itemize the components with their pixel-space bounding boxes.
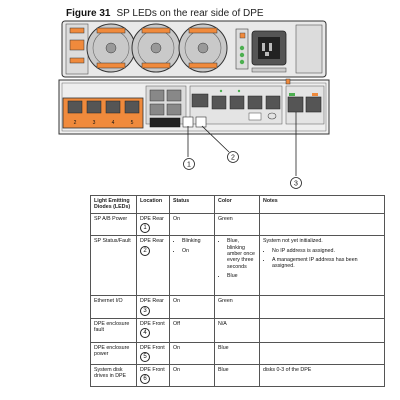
fan-2 bbox=[131, 23, 181, 73]
cell-color-text: Blue bbox=[218, 344, 229, 351]
location-text: DPE Front bbox=[140, 367, 165, 374]
location-text: DPE Front bbox=[140, 320, 165, 327]
header-location: Location bbox=[136, 195, 170, 214]
table-header-row: Light Emitting Diodes (LEDs) Location St… bbox=[90, 195, 385, 214]
cell-notes bbox=[259, 341, 385, 366]
cell-color-text: Green bbox=[218, 298, 233, 305]
figure-number: Figure 31 bbox=[66, 8, 111, 19]
header-color: Color bbox=[214, 195, 260, 214]
cell-status-item: Blinking bbox=[182, 238, 211, 244]
psu-status-leds bbox=[235, 28, 249, 70]
callout-1: 1 bbox=[183, 158, 195, 170]
power-inlet bbox=[251, 30, 287, 73]
callout-2-label: 2 bbox=[231, 155, 235, 162]
cell-status-text: Off bbox=[173, 320, 180, 327]
cell-status: On bbox=[169, 212, 215, 237]
cell-color-text: Blue bbox=[218, 367, 229, 374]
cell-status-text: On bbox=[173, 367, 181, 374]
port-label-5: 5 bbox=[131, 120, 134, 126]
cell-color-item: Blue, blinking amber once every three se… bbox=[227, 238, 256, 270]
notes-item: No IP address is assigned. bbox=[272, 248, 381, 254]
location-text: DPE Rear bbox=[140, 215, 164, 222]
cell-status: On bbox=[169, 364, 215, 388]
cell-color: N/A bbox=[214, 317, 260, 343]
callout-number: 3 bbox=[140, 305, 150, 316]
cell-led: DPE enclosure power bbox=[90, 341, 137, 366]
callout-number: 4 bbox=[140, 328, 150, 339]
callout-lines bbox=[187, 112, 297, 176]
cell-color-text: Green bbox=[218, 215, 233, 222]
cell-status: Off bbox=[169, 317, 215, 343]
callout-number: 1 bbox=[140, 223, 150, 234]
port-label-4: 4 bbox=[112, 120, 115, 126]
cell-led: SP A/B Power bbox=[90, 212, 137, 237]
cell-notes bbox=[259, 295, 385, 319]
notes-item: A management IP address has been assigne… bbox=[272, 257, 381, 270]
cell-status-text: On bbox=[173, 344, 181, 351]
led-table: Light Emitting Diodes (LEDs) Location St… bbox=[90, 195, 385, 388]
cell-led: System disk drives in DPE bbox=[90, 364, 137, 388]
cell-status: On bbox=[169, 341, 215, 366]
callout-number: 2 bbox=[140, 245, 150, 256]
io-module-ports: 2 3 4 5 bbox=[62, 97, 207, 129]
cell-color: Blue bbox=[214, 364, 260, 388]
cell-color: Blue bbox=[214, 341, 260, 366]
figure-title: Figure 31 SP LEDs on the rear side of DPE bbox=[66, 8, 264, 19]
location-text: DPE Rear bbox=[140, 238, 164, 245]
cell-notes bbox=[259, 317, 385, 343]
cell-status: On bbox=[169, 295, 215, 319]
cell-status-text: On bbox=[173, 298, 181, 305]
cell-color-text: N/A bbox=[218, 320, 227, 327]
callout-3: 3 bbox=[290, 177, 302, 189]
cell-led: SP Status/Fault bbox=[90, 235, 137, 297]
cell-notes: disks 0-3 of the DPE bbox=[259, 364, 385, 388]
port-label-2: 2 bbox=[74, 120, 77, 126]
figure-caption: SP LEDs on the rear side of DPE bbox=[116, 8, 264, 19]
notes-text: disks 0-3 of the DPE bbox=[263, 367, 312, 374]
fan-1 bbox=[86, 23, 136, 73]
callout-2: 2 bbox=[227, 151, 239, 163]
cell-color: Green bbox=[214, 295, 260, 319]
cell-status-text: On bbox=[173, 215, 181, 222]
port-label-3: 3 bbox=[93, 120, 96, 126]
header-notes: Notes bbox=[259, 195, 385, 214]
cell-color: Green bbox=[214, 212, 260, 237]
cell-led: Ethernet I/O bbox=[90, 295, 137, 319]
callout-number: 5 bbox=[140, 352, 150, 363]
cell-color: Blue, blinking amber once every three se… bbox=[214, 235, 260, 297]
cell-status-item: On bbox=[182, 248, 211, 254]
notes-text: System not yet initialized. bbox=[263, 238, 323, 245]
cell-led: DPE enclosure fault bbox=[90, 317, 137, 343]
location-text: DPE Rear bbox=[140, 298, 164, 305]
cell-color-item: Blue bbox=[227, 273, 256, 279]
location-text: DPE Front bbox=[140, 344, 165, 351]
callout-3-label: 3 bbox=[294, 181, 298, 188]
cell-notes bbox=[259, 212, 385, 237]
cell-notes: System not yet initialized. No IP address… bbox=[259, 235, 385, 297]
dpe-rear-diagram: 2 3 4 5 1 2 3 bbox=[58, 20, 330, 189]
fan-3 bbox=[178, 23, 228, 73]
callout-1-label: 1 bbox=[187, 162, 191, 169]
cell-status: BlinkingOn bbox=[169, 235, 215, 297]
callout-number: 6 bbox=[140, 374, 150, 385]
header-led: Light Emitting Diodes (LEDs) bbox=[90, 195, 137, 214]
header-status: Status bbox=[169, 195, 215, 214]
